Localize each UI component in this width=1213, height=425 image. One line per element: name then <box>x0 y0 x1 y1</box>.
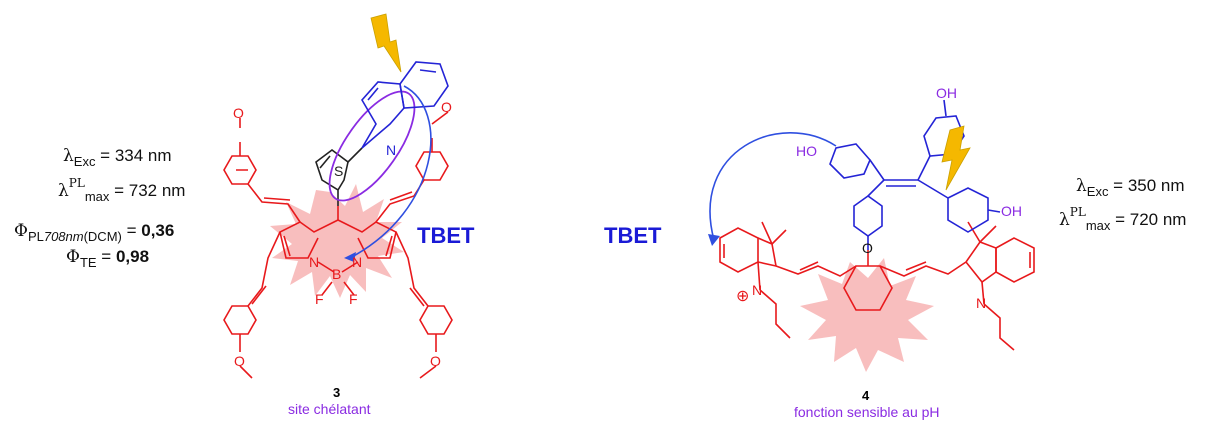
compound-4-number: 4 <box>862 388 870 403</box>
atom-f1: F <box>315 291 324 307</box>
cyanine-core <box>719 221 1035 351</box>
thiophene-ring <box>315 147 363 206</box>
lightning-bolt-3 <box>370 13 402 73</box>
atom-n-indolium: N <box>752 282 763 298</box>
bodipy-glow <box>270 184 404 298</box>
atom-s: S <box>334 163 344 179</box>
tbet-label-3: TBET <box>417 223 475 248</box>
compound-4-subtitle: fonction sensible au pH <box>794 404 940 420</box>
right-lambda-pl: λPLmax = 720 nm <box>1059 205 1187 233</box>
cyanine-glow <box>800 258 934 372</box>
atom-f2: F <box>349 291 358 307</box>
positive-charge-icon: ⊕ <box>736 288 750 305</box>
compound-3-number: 3 <box>333 385 341 400</box>
atom-oh-right: OH <box>1001 203 1022 219</box>
chelation-site-ellipse <box>328 90 416 202</box>
tbet-arrow-4 <box>709 132 837 241</box>
left-phi-te: ΦTE = 0,98 <box>66 247 150 270</box>
tbet-label-4: TBET <box>604 223 662 248</box>
atom-o-top-left: O <box>233 105 244 121</box>
atom-n-indoline: N <box>976 295 987 311</box>
tbet-arrowhead-3 <box>344 252 356 262</box>
atom-ho-left: HO <box>796 143 817 159</box>
atom-o-top-right: O <box>441 99 452 115</box>
compound-3-subtitle: site chélatant <box>288 401 371 417</box>
left-lambda-exc: λExc = 334 nm <box>63 146 172 169</box>
atom-o-bottom-right: O <box>430 353 441 369</box>
tbet-arrowhead-4 <box>708 234 720 246</box>
atom-n-quinoline: N <box>386 142 397 158</box>
quinoline-ring <box>361 61 449 149</box>
atom-n-left: N <box>309 254 320 270</box>
tpe-unit <box>829 99 1001 250</box>
lightning-bolt-4 <box>941 125 971 191</box>
tbet-arrow-3 <box>349 85 432 259</box>
right-lambda-exc: λExc = 350 nm <box>1076 176 1185 199</box>
atom-o-bridge: O <box>862 240 873 256</box>
atom-oh-top: OH <box>936 85 957 101</box>
atom-o-bottom-left: O <box>234 353 245 369</box>
left-phi-pl: ΦPL708nm(DCM) = 0,36 <box>14 221 175 244</box>
bodipy-core <box>223 111 453 379</box>
atom-b: B <box>332 266 342 282</box>
left-lambda-pl: λPLmax = 732 nm <box>58 176 186 204</box>
atom-n-right: N <box>352 254 363 270</box>
